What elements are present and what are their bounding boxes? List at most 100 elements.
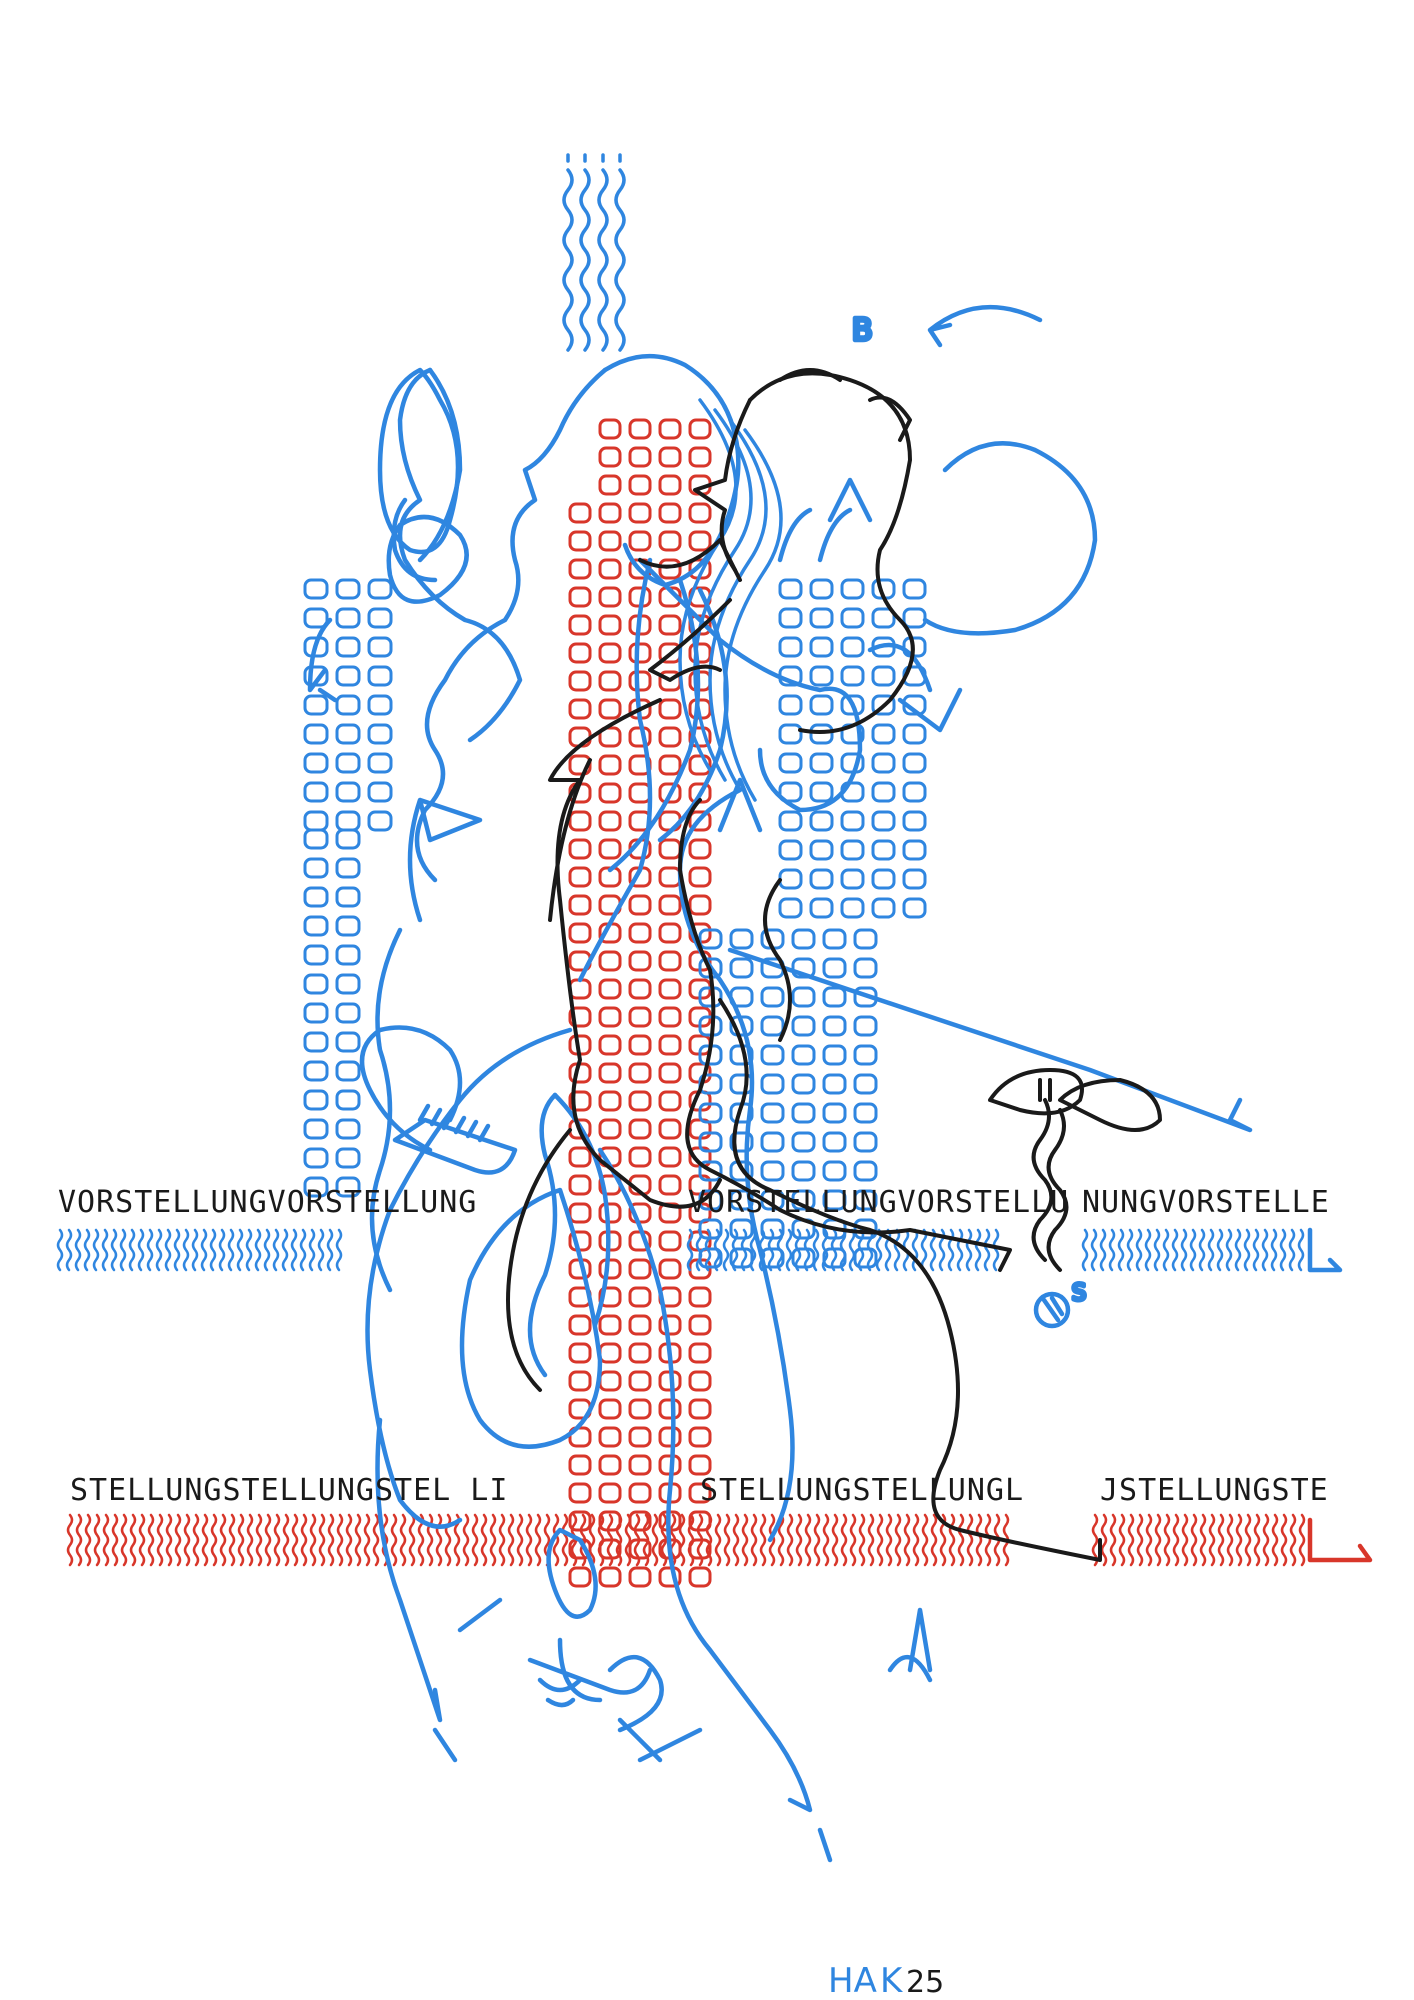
pattern-box bbox=[871, 665, 896, 687]
pattern-box bbox=[778, 752, 803, 774]
pattern-box bbox=[367, 665, 393, 687]
pattern-box bbox=[303, 810, 329, 832]
pattern-box bbox=[698, 1131, 723, 1153]
pattern-box bbox=[335, 1176, 361, 1198]
hatch-stroke bbox=[669, 1513, 677, 1567]
pattern-box bbox=[778, 723, 803, 745]
hatch-stroke bbox=[876, 1513, 884, 1567]
pattern-box bbox=[335, 1002, 361, 1024]
pattern-box bbox=[303, 915, 329, 937]
hatch-stroke bbox=[1270, 1228, 1278, 1272]
hatch-stroke bbox=[741, 1513, 749, 1567]
hatch-stroke bbox=[1262, 1513, 1270, 1567]
hatch-stroke bbox=[1297, 1228, 1305, 1272]
pattern-box bbox=[335, 723, 361, 745]
pattern-box bbox=[628, 1314, 652, 1336]
pattern-box bbox=[822, 1102, 847, 1124]
hatch-stroke bbox=[1171, 1228, 1179, 1272]
hatch-stroke bbox=[956, 1228, 964, 1272]
pattern-box bbox=[658, 838, 682, 860]
pattern-box bbox=[902, 897, 927, 919]
hatch-stroke bbox=[606, 1513, 614, 1567]
hatch-stroke bbox=[777, 1513, 785, 1567]
pattern-box bbox=[568, 922, 592, 944]
pattern-box bbox=[871, 781, 896, 803]
hatch-stroke bbox=[768, 1513, 776, 1567]
pattern-box bbox=[688, 1398, 712, 1420]
pattern-box bbox=[778, 636, 803, 658]
pattern-box bbox=[367, 694, 393, 716]
pattern-box bbox=[791, 928, 816, 950]
hatch-stroke bbox=[74, 1228, 82, 1272]
pattern-box bbox=[822, 1015, 847, 1037]
hatch-stroke bbox=[624, 1513, 632, 1567]
pattern-box bbox=[568, 810, 592, 832]
hatch-stroke bbox=[759, 1513, 767, 1567]
pattern-box bbox=[598, 726, 622, 748]
pattern-box bbox=[688, 642, 712, 664]
pattern-box bbox=[335, 886, 361, 908]
hatch-stroke bbox=[686, 1228, 694, 1272]
hatch-stroke bbox=[776, 1228, 784, 1272]
pattern-box bbox=[871, 868, 896, 890]
pattern-box bbox=[628, 1370, 652, 1392]
pattern-box bbox=[598, 1258, 622, 1280]
pattern-box bbox=[598, 530, 622, 552]
pattern-box bbox=[335, 973, 361, 995]
pattern-box bbox=[598, 670, 622, 692]
hatch-stroke bbox=[1099, 1228, 1107, 1272]
row2-text-2: STELLUNGSTELLUNGL bbox=[700, 1473, 1024, 1508]
pattern-box bbox=[598, 1314, 622, 1336]
hatch-stroke bbox=[921, 1513, 929, 1567]
hatch-stroke bbox=[408, 1513, 416, 1567]
pattern-box bbox=[809, 781, 834, 803]
pattern-box bbox=[688, 810, 712, 832]
hatch-stroke bbox=[498, 1513, 506, 1567]
hatch-stroke bbox=[129, 1513, 137, 1567]
hatch-stroke bbox=[731, 1228, 739, 1272]
pattern-box bbox=[809, 607, 834, 629]
pattern-box bbox=[791, 1131, 816, 1153]
hatch-stroke bbox=[390, 1513, 398, 1567]
pattern-box bbox=[658, 1118, 682, 1140]
pattern-box bbox=[628, 446, 652, 468]
pattern-box bbox=[853, 1218, 878, 1240]
pattern-box bbox=[628, 782, 652, 804]
hatch-stroke bbox=[1163, 1513, 1171, 1567]
pattern-box bbox=[688, 754, 712, 776]
pattern-box bbox=[658, 698, 682, 720]
pattern-box bbox=[568, 894, 592, 916]
top-wavy-lines bbox=[562, 153, 626, 352]
pattern-box bbox=[760, 1131, 785, 1153]
hatch-stroke bbox=[1127, 1513, 1135, 1567]
pattern-box bbox=[688, 838, 712, 860]
pattern-box bbox=[658, 1034, 682, 1056]
pattern-box bbox=[598, 474, 622, 496]
pattern-box bbox=[760, 1015, 785, 1037]
pattern-box bbox=[598, 838, 622, 860]
hatch-stroke bbox=[165, 1513, 173, 1567]
hatch-stroke bbox=[372, 1513, 380, 1567]
hatch-stroke bbox=[93, 1513, 101, 1567]
hatch-stroke bbox=[561, 1513, 569, 1567]
pattern-box bbox=[598, 1118, 622, 1140]
pattern-box bbox=[568, 838, 592, 860]
pattern-box bbox=[840, 578, 865, 600]
pattern-box bbox=[303, 886, 329, 908]
pattern-box bbox=[778, 868, 803, 890]
hatch-stroke bbox=[354, 1513, 362, 1567]
pattern-box bbox=[628, 1034, 652, 1056]
pattern-box bbox=[902, 839, 927, 861]
pattern-box bbox=[822, 928, 847, 950]
hatch-stroke bbox=[272, 1228, 280, 1272]
pattern-box bbox=[853, 928, 878, 950]
pattern-box bbox=[871, 810, 896, 832]
pattern-box bbox=[791, 1044, 816, 1066]
pattern-box bbox=[809, 810, 834, 832]
pattern-box bbox=[303, 1118, 329, 1140]
pattern-box bbox=[871, 694, 896, 716]
pattern-box bbox=[335, 1060, 361, 1082]
pattern-box bbox=[628, 1426, 652, 1448]
pattern-box bbox=[902, 607, 927, 629]
pattern-box bbox=[688, 866, 712, 888]
